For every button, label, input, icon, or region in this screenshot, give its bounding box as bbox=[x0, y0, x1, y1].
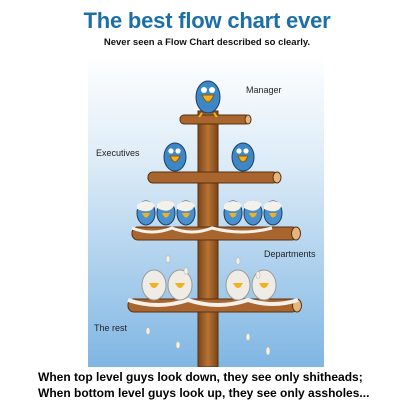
bird-icon bbox=[223, 200, 243, 226]
bird-icon bbox=[263, 200, 283, 226]
bird-icon bbox=[141, 269, 167, 301]
caption-line-1: When top level guys look down, they see … bbox=[38, 370, 363, 384]
bird-icon bbox=[176, 200, 196, 226]
bird-icon bbox=[156, 200, 176, 226]
branch-icon bbox=[179, 114, 252, 125]
label-departments: Departments bbox=[264, 249, 316, 259]
bird-icon bbox=[195, 80, 221, 118]
bird-icon bbox=[167, 269, 193, 301]
branch-icon bbox=[127, 297, 302, 313]
caption-line-2: When bottom level guys look up, they see… bbox=[38, 386, 370, 400]
bird-icon bbox=[225, 269, 251, 301]
bird-icon bbox=[243, 200, 263, 226]
label-executives: Executives bbox=[96, 148, 140, 158]
branch-icon bbox=[131, 226, 301, 241]
bird-icon bbox=[163, 142, 187, 172]
poster-subtitle: Never seen a Flow Chart described so cle… bbox=[103, 37, 311, 48]
dropping-icon bbox=[145, 255, 271, 356]
flow-chart-illustration: Manager Executives Departments The rest bbox=[88, 55, 324, 367]
bird-icon bbox=[231, 142, 255, 172]
bird-icon bbox=[251, 269, 277, 301]
label-the-rest: The rest bbox=[94, 323, 128, 333]
branch-icon bbox=[147, 171, 282, 184]
illustration-canvas: Manager Executives Departments The rest bbox=[88, 55, 324, 367]
label-manager: Manager bbox=[246, 85, 282, 95]
bird-icon bbox=[136, 200, 156, 226]
poster-title: The best flow chart ever bbox=[83, 8, 331, 33]
